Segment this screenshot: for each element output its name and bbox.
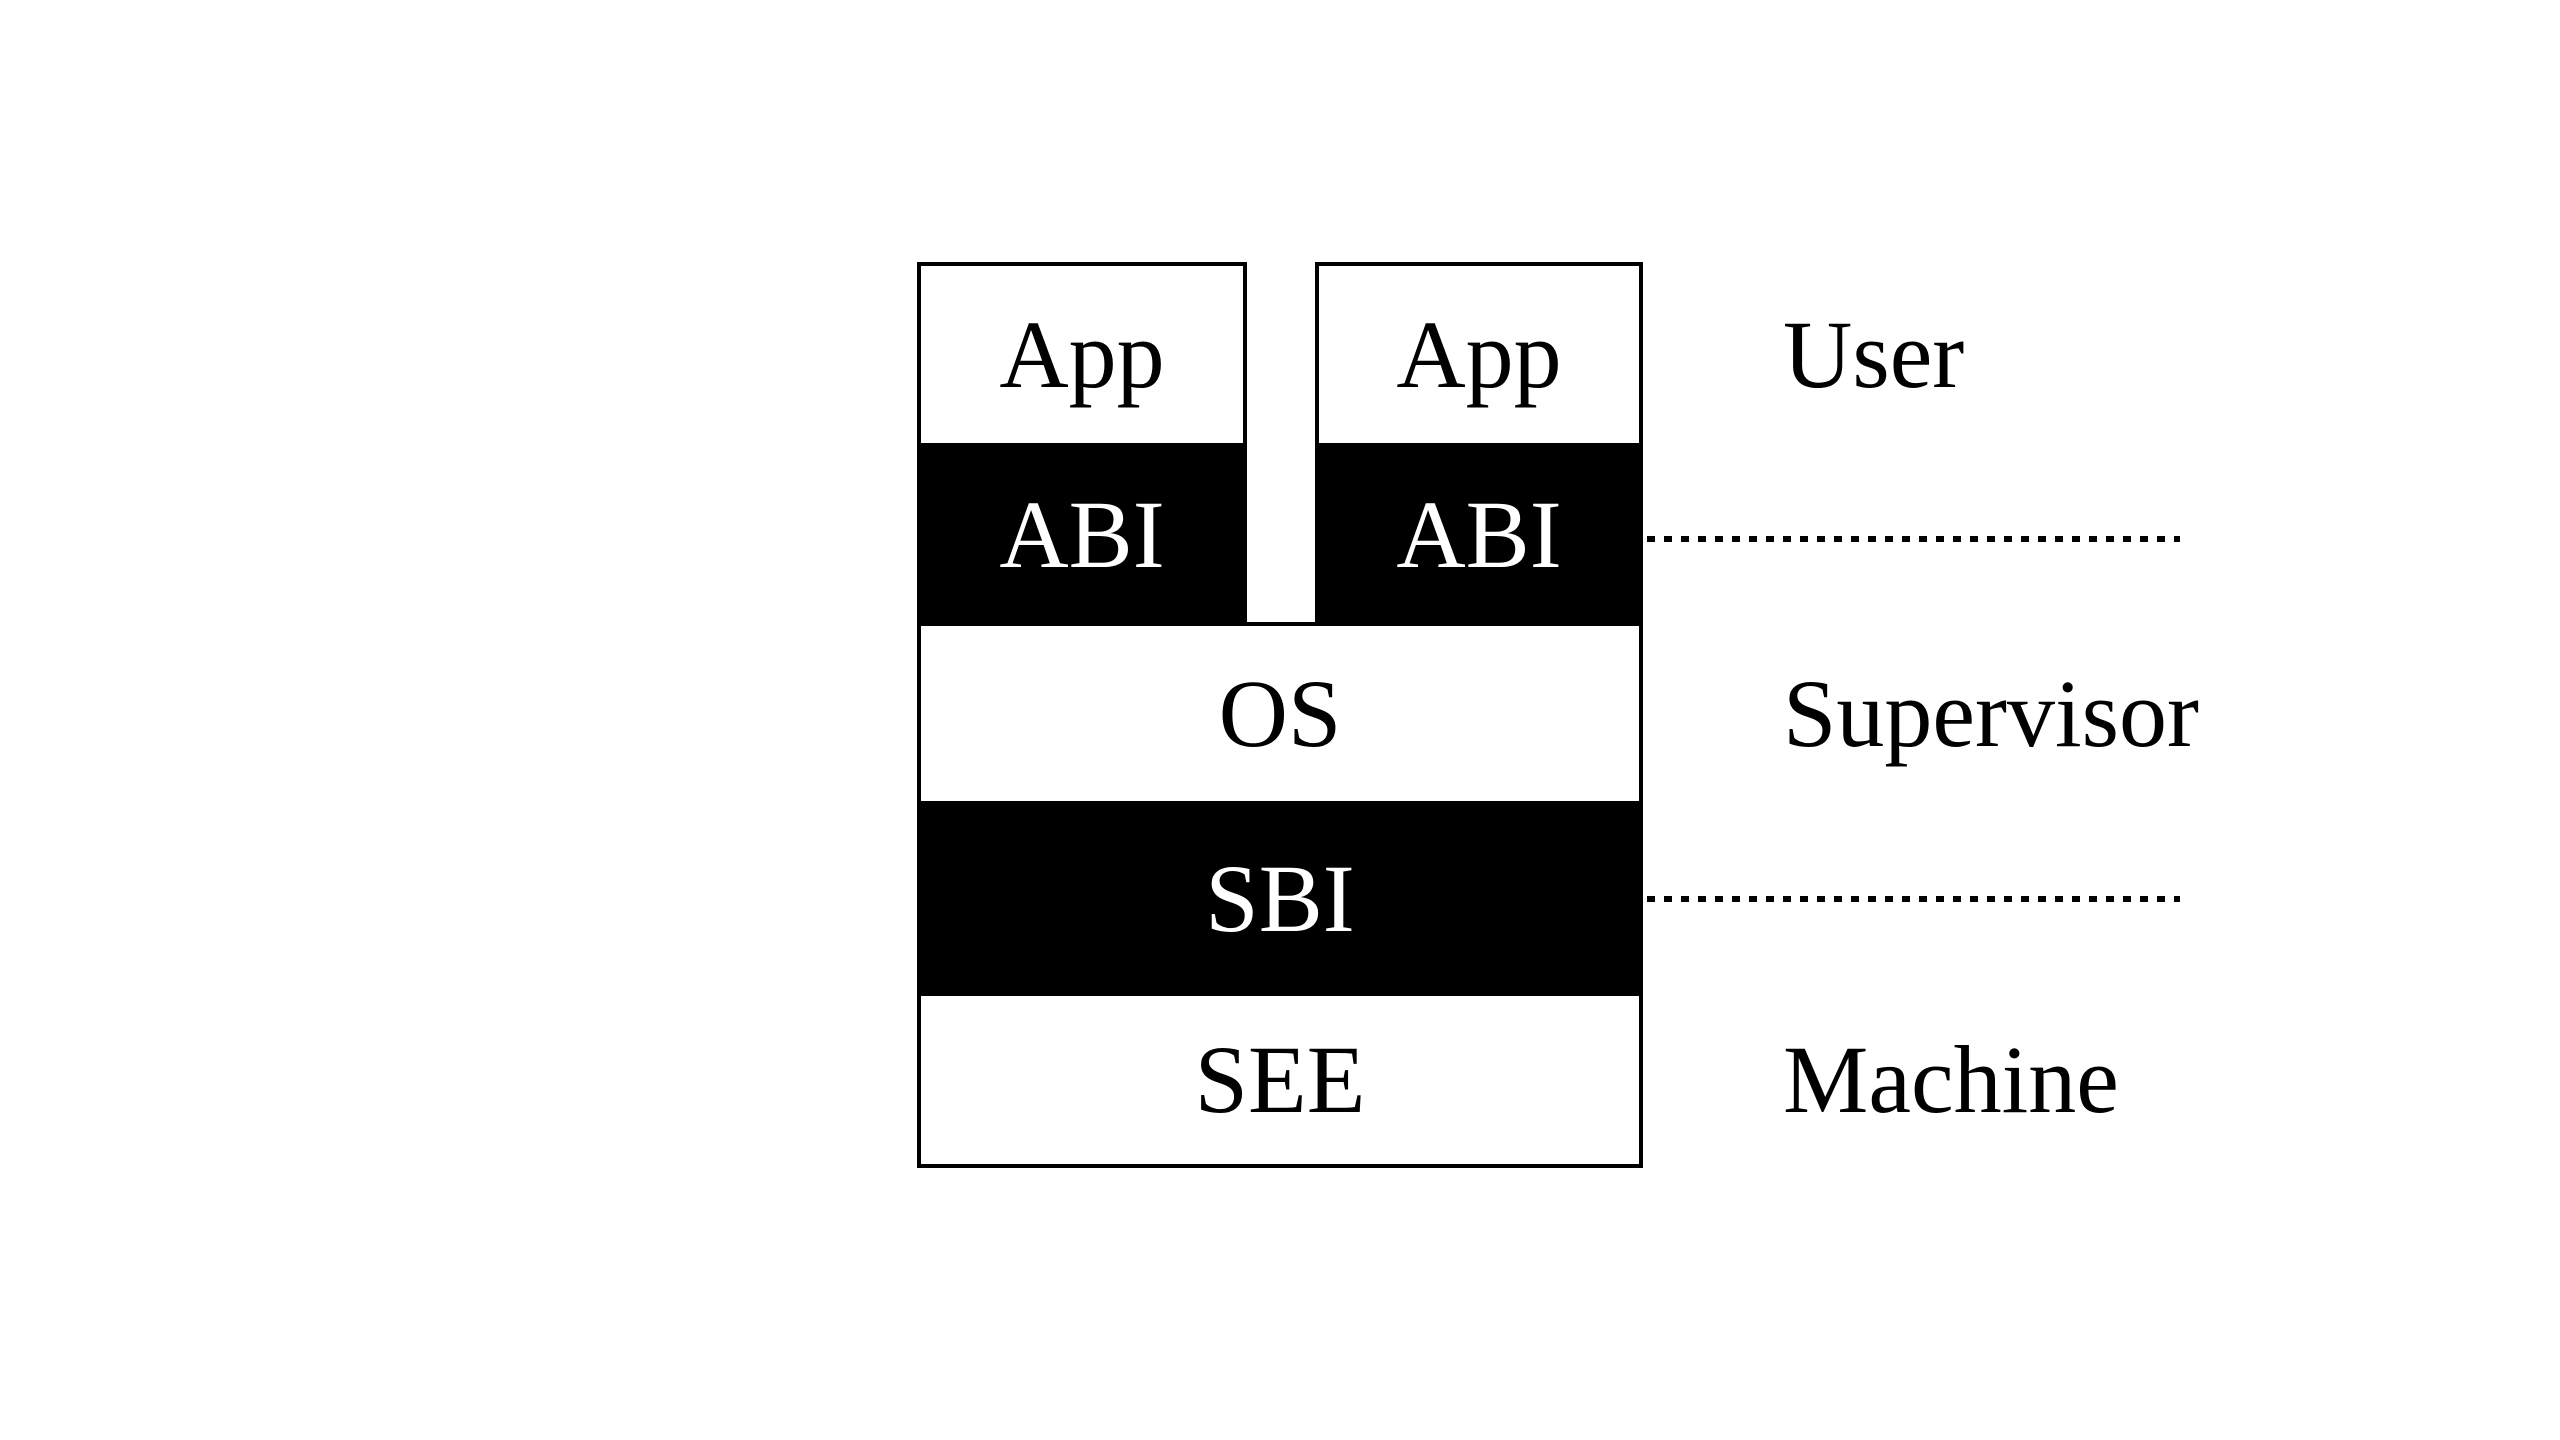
- abi-box-left: ABI: [917, 447, 1247, 622]
- dotted-line-supervisor-machine: [1647, 896, 2180, 902]
- privilege-label-supervisor: Supervisor: [1783, 659, 2199, 767]
- sbi-box: SBI: [917, 805, 1643, 992]
- privilege-label-user: User: [1783, 300, 1965, 408]
- dotted-line-user-supervisor: [1647, 536, 2180, 542]
- see-box: SEE: [917, 992, 1643, 1168]
- app-box-left: App: [917, 262, 1247, 447]
- abi-box-right: ABI: [1315, 447, 1643, 622]
- app-box-right: App: [1315, 262, 1643, 447]
- os-box: OS: [917, 622, 1643, 805]
- privilege-label-machine: Machine: [1783, 1026, 2119, 1133]
